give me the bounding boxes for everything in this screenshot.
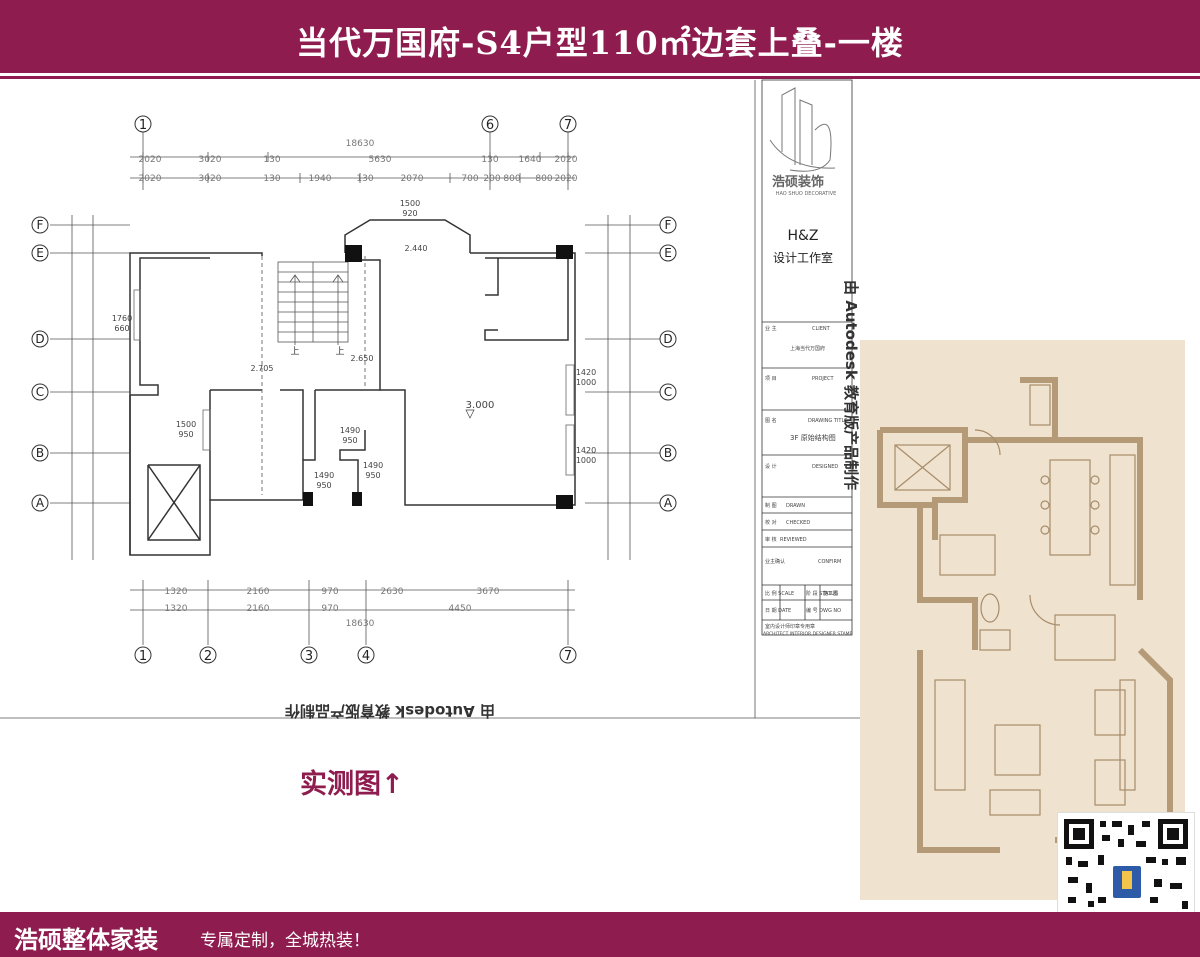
dim-bottom-1: 1320 <box>165 587 188 597</box>
opening-4-w: 1420 <box>576 446 596 455</box>
opening-7-h: 950 <box>316 481 331 490</box>
dim-bottom-5: 3670 <box>477 587 500 597</box>
dim-top-2: 3020 <box>199 155 222 165</box>
dim-top-r2-6: 2070 <box>401 174 424 184</box>
axis-left-E: E <box>36 246 44 260</box>
axis-right-A: A <box>664 496 673 510</box>
dim-top-r2-2: 3020 <box>199 174 222 184</box>
dim-bottom-4: 2630 <box>381 587 404 597</box>
stair-label-up-left: 上 <box>290 346 299 357</box>
opening-3-h: 1000 <box>576 378 596 387</box>
dim-top-r2-11: 2020 <box>555 174 578 184</box>
axis-right-C: C <box>664 385 672 399</box>
opening-2-w: 1760 <box>112 314 132 323</box>
survey-caption: 实测图↑ <box>300 769 404 800</box>
opening-1-h: 920 <box>402 209 417 218</box>
dim-top-r2-8: 200 <box>483 174 500 184</box>
autodesk-watermark-bottom: 由 Autodesk 教育版产品制作 <box>285 702 495 720</box>
opening-8-h: 950 <box>365 471 380 480</box>
dim-bottom-r2-3: 970 <box>321 604 338 614</box>
axis-right-E: E <box>664 246 672 260</box>
dim-top-r2-1: 2020 <box>139 174 162 184</box>
dim-bottom-r2-1: 1320 <box>165 604 188 614</box>
dim-bottom-2: 2160 <box>247 587 270 597</box>
axis-bottom-4: 4 <box>362 649 370 664</box>
dim-top-3: 130 <box>263 155 280 165</box>
axis-right-B: B <box>664 446 672 460</box>
axis-left-F: F <box>37 218 44 232</box>
axis-top-1: 1 <box>139 118 147 133</box>
footer-slogan: 专属定制，全城热装！ <box>200 931 370 951</box>
dim-top-r2-5: 130 <box>356 174 373 184</box>
elevation-2: 2.705 <box>251 364 274 373</box>
opening-7-w: 1490 <box>314 471 334 480</box>
header-banner: 当代万国府-S4户型110㎡边套上叠-一楼 <box>0 0 1200 76</box>
floor-plan-drawing: 18630 2020 3020 130 5630 130 1640 2020 2… <box>0 80 860 720</box>
dim-bottom-total: 18630 <box>346 619 375 629</box>
walls <box>129 219 576 556</box>
opening-6-w: 1490 <box>340 426 360 435</box>
opening-2-h: 660 <box>114 324 129 333</box>
dim-bottom-3: 970 <box>321 587 338 597</box>
dim-top-r2-4: 1940 <box>309 174 332 184</box>
rendered-floor-plan-photo <box>860 340 1185 900</box>
opening-5-w: 1500 <box>176 420 196 429</box>
dim-top-total: 18630 <box>346 139 375 149</box>
dim-top-r2-9: 800 <box>503 174 520 184</box>
axis-top-7: 7 <box>564 118 572 133</box>
axis-left-D: D <box>35 332 44 346</box>
opening-1-w: 1500 <box>400 199 420 208</box>
dim-top-7: 2020 <box>555 155 578 165</box>
axis-bottom-7: 7 <box>564 649 572 664</box>
axis-right-F: F <box>665 218 672 232</box>
axis-left-A: A <box>36 496 45 510</box>
dim-top-r2-10: 800 <box>535 174 552 184</box>
opening-4-h: 1000 <box>576 456 596 465</box>
opening-8-w: 1490 <box>363 461 383 470</box>
dim-bottom-r2-4: 4450 <box>449 604 472 614</box>
axis-bottom-1: 1 <box>139 649 147 664</box>
dim-top-1: 2020 <box>139 155 162 165</box>
elevation-1: 2.440 <box>405 244 428 253</box>
page-title: 当代万国府-S4户型110㎡边套上叠-一楼 <box>296 24 904 62</box>
elevation-4: 3.000 <box>466 400 495 411</box>
opening-5-h: 950 <box>178 430 193 439</box>
axis-bottom-2: 2 <box>204 649 212 664</box>
dim-top-5: 130 <box>481 155 498 165</box>
dim-top-6: 1640 <box>519 155 542 165</box>
stair-label-up-right: 上 <box>335 346 344 357</box>
dim-top-r2-7: 700 <box>461 174 478 184</box>
elevation-3: 2.650 <box>351 354 374 363</box>
stair <box>261 256 366 495</box>
axis-left-B: B <box>36 446 44 460</box>
dim-top-4: 5630 <box>369 155 392 165</box>
opening-3-w: 1420 <box>576 368 596 377</box>
rendered-floor-plan-image <box>860 340 1185 900</box>
structural-columns <box>303 245 573 509</box>
footer-brand: 浩硕整体家装 <box>14 926 158 954</box>
opening-6-h: 950 <box>342 436 357 445</box>
dim-top-r2-3: 130 <box>263 174 280 184</box>
axis-top-6: 6 <box>486 118 494 133</box>
footer-banner: 浩硕整体家装 专属定制，全城热装！ <box>0 912 1200 957</box>
axis-left-C: C <box>36 385 44 399</box>
axis-right-D: D <box>663 332 672 346</box>
axis-bottom-3: 3 <box>305 649 313 664</box>
dim-bottom-r2-2: 2160 <box>247 604 270 614</box>
